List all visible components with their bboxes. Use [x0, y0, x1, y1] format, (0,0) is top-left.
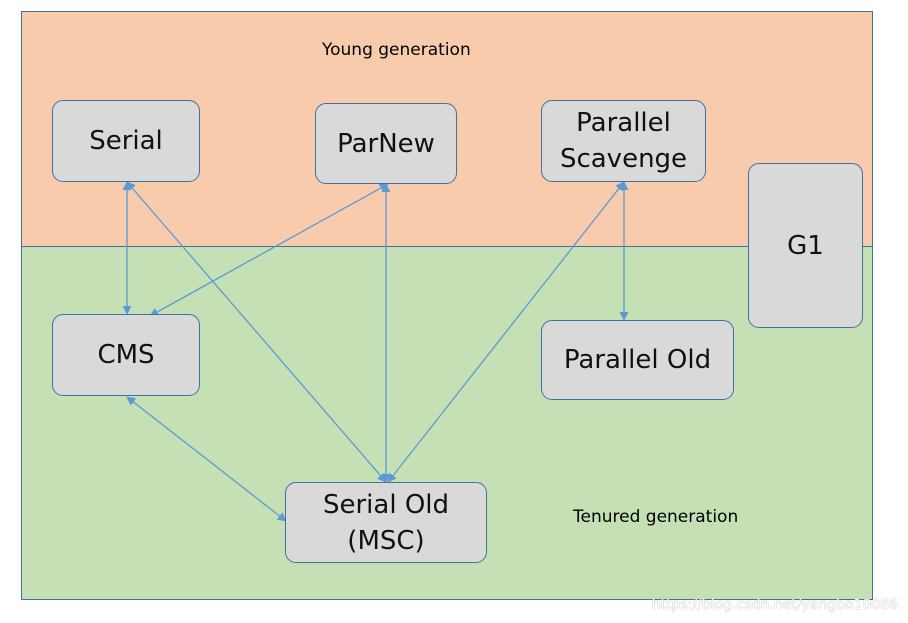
cms-collector: CMS — [52, 314, 200, 396]
serial-old-label-line2: (MSC) — [347, 525, 425, 556]
g1-collector: G1 — [748, 163, 863, 328]
serial-old-collector: Serial Old (MSC) — [285, 482, 487, 563]
parallel-scavenge-collector: Parallel Scavenge — [541, 100, 706, 182]
g1-label: G1 — [787, 230, 824, 261]
parallel-old-collector: Parallel Old — [541, 320, 734, 400]
parnew-collector: ParNew — [315, 103, 457, 184]
link-parnew-cms — [149, 183, 389, 317]
link-cms-serialold — [126, 396, 287, 522]
tenured-generation-label: Tenured generation — [573, 507, 739, 527]
parnew-label: ParNew — [337, 128, 435, 159]
cms-label: CMS — [97, 340, 155, 370]
serial-old-label-line1: Serial Old — [322, 489, 450, 520]
parallel-scavenge-label-line1: Parallel — [576, 108, 671, 138]
serial-label: Serial — [89, 126, 163, 156]
young-generation-label: Young generation — [322, 40, 471, 60]
parallel-scavenge-label-line2: Scavenge — [559, 144, 688, 174]
serial-collector: Serial — [52, 100, 200, 182]
link-parallelscavenge-serialold — [387, 181, 625, 483]
watermark: https://blog.csdn.net/yangbo10086 — [651, 597, 898, 613]
parallel-old-label: Parallel Old — [563, 345, 712, 375]
